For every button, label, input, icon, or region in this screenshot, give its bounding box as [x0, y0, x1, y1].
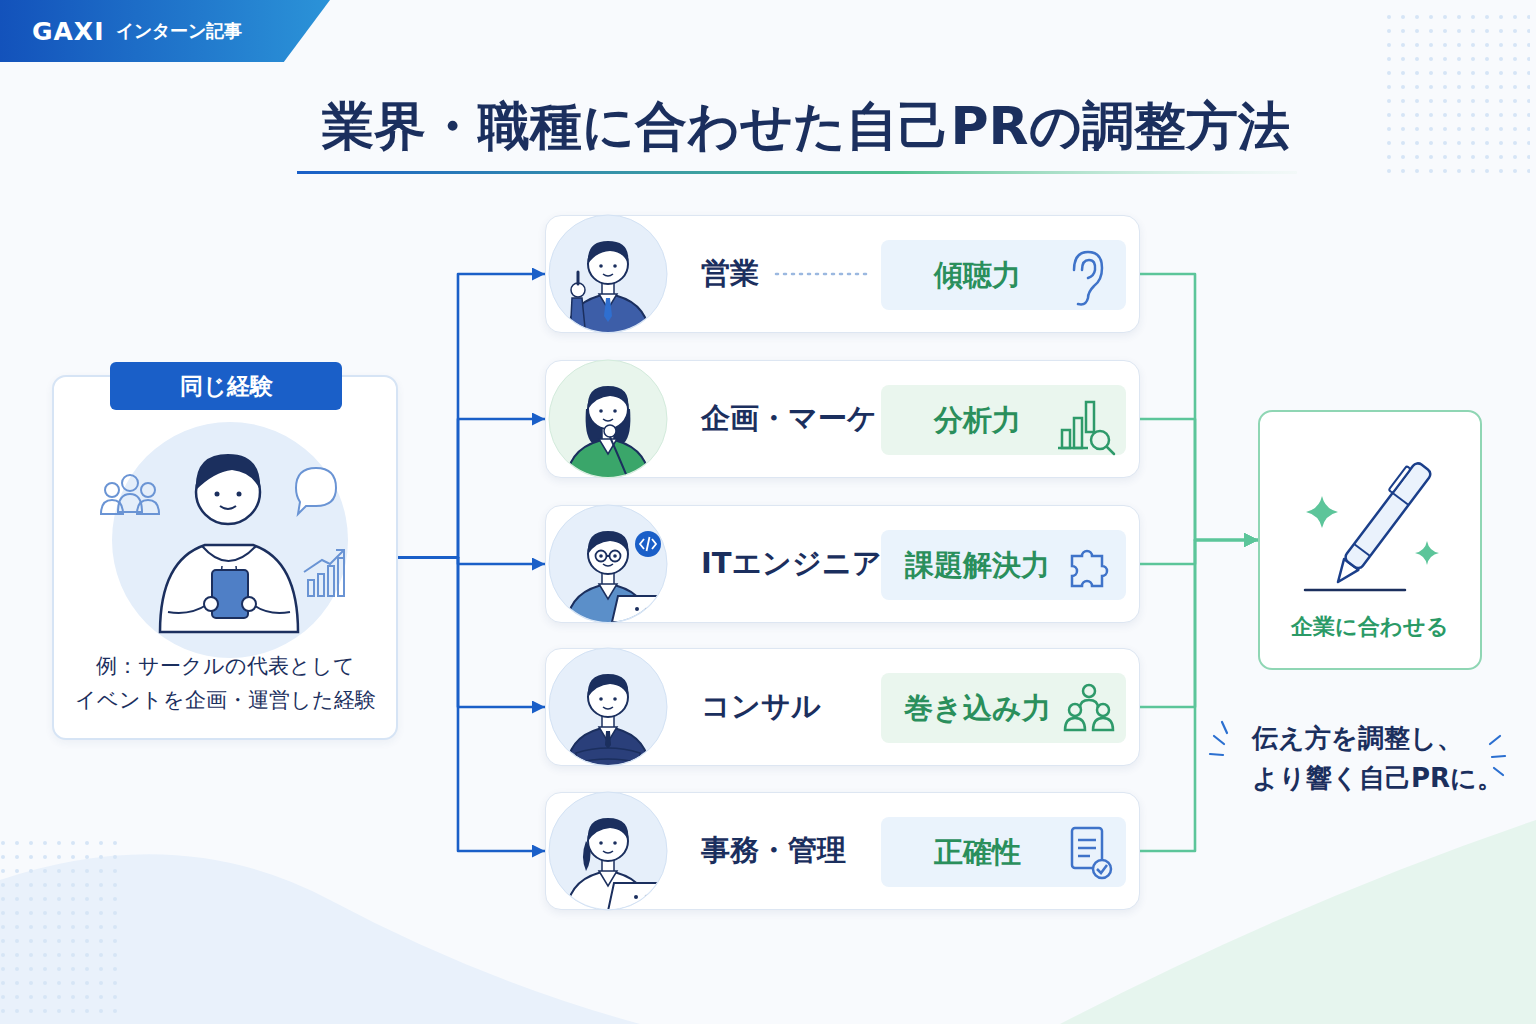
dot-grid [1380, 15, 1530, 175]
skill-name: 課題解決力 [881, 530, 1073, 600]
role-name: 事務・管理 [701, 793, 846, 908]
flow-connector [1140, 419, 1258, 540]
skill-name: 正確性 [881, 817, 1073, 887]
flow-connector [1140, 540, 1258, 851]
title-underline [297, 171, 1297, 174]
skill-name: 巻き込み力 [881, 673, 1073, 743]
skill-name: 分析力 [881, 385, 1073, 455]
role-name: 営業 [701, 216, 759, 331]
skill-box: 傾聴力 [881, 240, 1126, 310]
role-card: コンサル巻き込み力 [545, 648, 1140, 766]
result-label: 企業に合わせる [1260, 612, 1480, 642]
skill-box: 正確性 [881, 817, 1126, 887]
flow-connector [1140, 274, 1258, 540]
example-text: 例：サークルの代表として イベントを企画・運営した経験 [54, 649, 396, 717]
wave [0, 854, 640, 1024]
emphasis-marks [1214, 736, 1224, 744]
role-name: コンサル [701, 649, 821, 764]
brand-name: GAXI [32, 17, 104, 46]
flow-connector [1140, 540, 1258, 564]
emphasis-marks [1222, 722, 1227, 733]
result-box: 企業に合わせる [1258, 410, 1482, 670]
emphasis-marks [1210, 754, 1223, 755]
dot-grid [0, 840, 120, 1020]
tag-label: インターン記事 [116, 19, 242, 43]
article-tag: GAXI インターン記事 [0, 0, 330, 62]
flow-connector [398, 558, 545, 852]
flow-connector [398, 558, 545, 565]
emphasis-marks [1490, 736, 1500, 744]
role-card: 事務・管理正確性 [545, 792, 1140, 910]
role-card: 企画・マーケ分析力 [545, 360, 1140, 478]
role-name: 企画・マーケ [701, 361, 877, 476]
role-card: 営業 傾聴力 [545, 215, 1140, 333]
diagram-title: 業界・職種に合わせた自己PRの調整方法 [256, 92, 1356, 162]
flow-connector [398, 274, 545, 558]
experience-box: 同じ経験例：サークルの代表として イベントを企画・運営した経験 [52, 375, 398, 740]
skill-box: 課題解決力 [881, 530, 1126, 600]
flow-connector [398, 558, 545, 708]
role-card: ITエンジニア課題解決力 [545, 505, 1140, 623]
flow-connector [1140, 540, 1258, 707]
box-heading: 同じ経験 [110, 362, 342, 410]
skill-name: 傾聴力 [881, 240, 1073, 310]
caption-text: 伝え方を調整し、 より響く自己PRに。 [1252, 718, 1514, 798]
role-name: ITエンジニア [701, 506, 882, 621]
skill-box: 巻き込み力 [881, 673, 1126, 743]
emphasis-marks [1492, 756, 1505, 757]
flow-connector [398, 419, 545, 558]
skill-box: 分析力 [881, 385, 1126, 455]
